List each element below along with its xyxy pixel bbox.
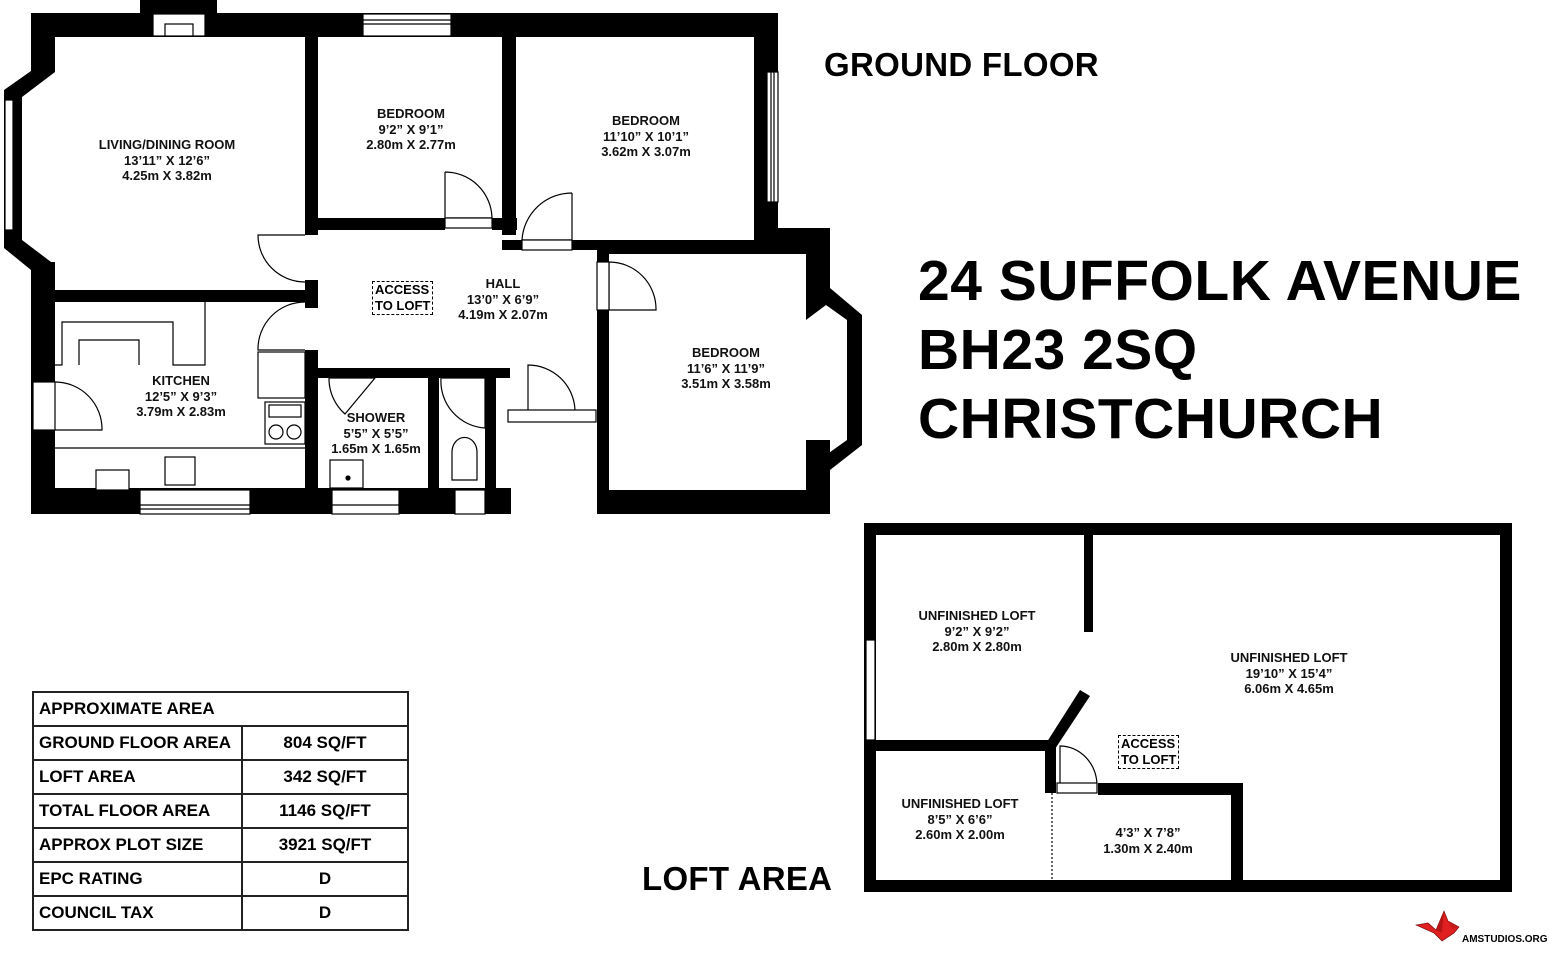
row-value: 3921 SQ/FT	[241, 827, 409, 863]
room-dimensions-imperial: 9’2” X 9’2”	[944, 623, 1010, 639]
room-label-shower: SHOWER 5’5” X 5’5” 1.65m X 1.65m	[331, 410, 421, 457]
row-label: LOFT AREA	[32, 759, 243, 795]
room-label-living-dining: LIVING/DINING ROOM 13’11” X 12’6” 4.25m …	[99, 137, 236, 184]
table-row: COUNCIL TAX D	[32, 895, 409, 931]
room-dimensions-imperial: 4’3” X 7’8”	[1115, 825, 1181, 840]
property-address: 24 SUFFOLK AVENUE BH23 2SQ CHRISTCHURCH	[918, 247, 1522, 454]
room-dimensions-imperial: 9’2” X 9’1”	[378, 121, 444, 137]
room-label-loft-2: UNFINISHED LOFT 19’10” X 15’4” 6.06m X 4…	[1231, 650, 1348, 697]
row-label: GROUND FLOOR AREA	[32, 725, 243, 761]
room-name: SHOWER	[346, 410, 406, 425]
row-label: EPC RATING	[32, 861, 243, 897]
room-dimensions-imperial: 8’5” X 6’6”	[927, 811, 993, 827]
row-value: 342 SQ/FT	[241, 759, 409, 795]
ground-floor-heading: GROUND FLOOR	[824, 46, 1099, 83]
room-dimensions-metric: 2.60m X 2.00m	[915, 827, 1005, 842]
access-line-1: ACCESS	[1121, 736, 1176, 751]
table-row: TOTAL FLOOR AREA 1146 SQ/FT	[32, 793, 409, 829]
row-value: D	[241, 895, 409, 931]
room-label-bedroom-2: BEDROOM 11’10” X 10’1” 3.62m X 3.07m	[601, 113, 691, 160]
room-dimensions-metric: 3.62m X 3.07m	[601, 144, 691, 159]
room-label-bedroom-3: BEDROOM 11’6” X 11’9” 3.51m X 3.58m	[681, 345, 771, 392]
room-dimensions-metric: 1.30m X 2.40m	[1103, 840, 1193, 856]
room-name: BEDROOM	[377, 106, 445, 121]
room-dimensions-imperial: 13’11” X 12’6”	[123, 152, 210, 168]
room-name: LIVING/DINING ROOM	[98, 137, 236, 152]
loft-access-hatch: ACCESS TO LOFT	[1118, 735, 1180, 769]
room-dimensions-metric: 6.06m X 4.65m	[1244, 681, 1334, 696]
ground-floor-fixtures	[4, 13, 779, 515]
room-dimensions-metric: 4.19m X 2.07m	[458, 307, 548, 322]
row-label: APPROX PLOT SIZE	[32, 827, 243, 863]
room-name: UNFINISHED LOFT	[1230, 650, 1348, 665]
room-label-hall: HALL 13’0” X 6’9” 4.19m X 2.07m	[458, 276, 548, 323]
room-label-kitchen: KITCHEN 12’5” X 9’3” 3.79m X 2.83m	[136, 373, 226, 420]
table-row: LOFT AREA 342 SQ/FT	[32, 759, 409, 795]
room-dimensions-metric: 4.25m X 3.82m	[122, 168, 212, 183]
access-line-1: ACCESS	[375, 282, 430, 297]
row-value: 1146 SQ/FT	[241, 793, 409, 829]
room-label-loft-4: 4’3” X 7’8” 1.30m X 2.40m	[1103, 825, 1193, 856]
room-dimensions-imperial: 5’5” X 5’5”	[343, 425, 409, 441]
room-dimensions-metric: 3.51m X 3.58m	[681, 376, 771, 391]
loft-fixtures	[865, 639, 1098, 880]
room-dimensions-imperial: 11’10” X 10’1”	[602, 128, 689, 144]
room-name: UNFINISHED LOFT	[918, 608, 1036, 623]
room-name: BEDROOM	[692, 345, 760, 360]
access-line-2: TO LOFT	[1121, 752, 1177, 767]
access-to-loft-hatch: ACCESS TO LOFT	[372, 281, 434, 315]
logo-text: AMSTUDIOS.ORG	[1462, 934, 1548, 945]
row-value: 804 SQ/FT	[241, 725, 409, 761]
access-line-2: TO LOFT	[375, 298, 431, 313]
table-row: GROUND FLOOR AREA 804 SQ/FT	[32, 725, 409, 761]
room-label-loft-3: UNFINISHED LOFT 8’5” X 6’6” 2.60m X 2.00…	[902, 796, 1019, 843]
room-dimensions-metric: 2.80m X 2.77m	[366, 137, 456, 152]
room-dimensions-imperial: 11’6” X 11’9”	[686, 360, 766, 376]
address-line-3: CHRISTCHURCH	[918, 387, 1384, 451]
row-label: COUNCIL TAX	[32, 895, 243, 931]
origami-crane-icon	[1414, 910, 1460, 942]
address-line-2: BH23 2SQ	[918, 318, 1198, 382]
address-line-1: 24 SUFFOLK AVENUE	[918, 249, 1522, 313]
approximate-area-table: APPROXIMATE AREA GROUND FLOOR AREA 804 S…	[32, 691, 409, 931]
room-dimensions-metric: 2.80m X 2.80m	[932, 639, 1022, 654]
room-name: HALL	[485, 276, 521, 291]
room-label-loft-1: UNFINISHED LOFT 9’2” X 9’2” 2.80m X 2.80…	[919, 608, 1036, 655]
loft-area-heading: LOFT AREA	[642, 860, 833, 897]
room-dimensions-imperial: 12’5” X 9’3”	[144, 388, 218, 404]
row-value: D	[241, 861, 409, 897]
table-header-row: APPROXIMATE AREA	[32, 691, 409, 727]
room-name: BEDROOM	[612, 113, 680, 128]
table-title: APPROXIMATE AREA	[32, 691, 409, 727]
room-name: UNFINISHED LOFT	[901, 796, 1019, 811]
row-label: TOTAL FLOOR AREA	[32, 793, 243, 829]
table-row: EPC RATING D	[32, 861, 409, 897]
ground-floor-plan	[4, 0, 862, 514]
table-row: APPROX PLOT SIZE 3921 SQ/FT	[32, 827, 409, 863]
room-dimensions-metric: 1.65m X 1.65m	[331, 441, 421, 456]
room-name: KITCHEN	[152, 373, 210, 388]
room-dimensions-metric: 3.79m X 2.83m	[136, 404, 226, 419]
room-dimensions-imperial: 19’10” X 15’4”	[1245, 665, 1333, 681]
room-label-bedroom-1: BEDROOM 9’2” X 9’1” 2.80m X 2.77m	[366, 106, 456, 153]
room-dimensions-imperial: 13’0” X 6’9”	[466, 291, 540, 307]
loft-plan	[864, 523, 1512, 892]
